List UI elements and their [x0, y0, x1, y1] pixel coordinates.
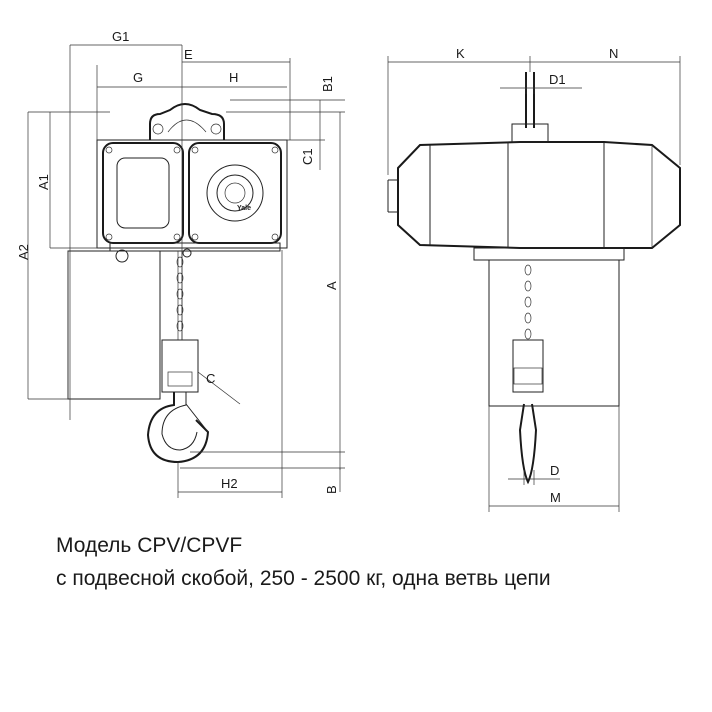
dim-label-g1: G1	[112, 29, 129, 44]
dim-label-b1: B1	[320, 76, 335, 92]
dim-label-a: A	[324, 281, 339, 290]
dim-label-m: M	[550, 490, 561, 505]
bottom-block	[161, 339, 199, 393]
dim-label-h2: H2	[221, 476, 238, 491]
dim-label-h: H	[229, 70, 238, 85]
front-view: Yale	[67, 103, 288, 464]
dim-label-e: E	[184, 47, 193, 62]
side-dimensions: K N D1 D M	[387, 46, 681, 512]
side-motor-body	[397, 141, 681, 249]
side-bottom-block	[512, 339, 544, 393]
side-view	[387, 72, 681, 485]
dim-label-a2: A2	[16, 244, 31, 260]
dim-label-b: B	[324, 485, 339, 494]
chain-container	[67, 250, 161, 400]
dim-label-k: K	[456, 46, 465, 61]
side-load-hook	[518, 403, 538, 485]
dim-label-d1: D1	[549, 72, 566, 87]
front-dimensions: G1 E G H A2 A1 B1 C1 A B C	[16, 29, 345, 498]
dim-label-n: N	[609, 46, 618, 61]
dim-label-c: C	[206, 371, 215, 386]
suspension-bracket	[149, 103, 225, 140]
side-load-chain	[524, 264, 532, 340]
dim-label-a1: A1	[36, 174, 51, 190]
caption-description: с подвесной скобой, 250 - 2500 кг, одна …	[56, 567, 551, 590]
side-chain-container	[488, 259, 620, 407]
dim-label-c1: C1	[300, 148, 315, 165]
dim-label-d: D	[550, 463, 559, 478]
caption-model-name: Модель CPV/CPVF	[56, 534, 243, 557]
load-hook	[146, 392, 210, 464]
right-control-panel	[188, 142, 282, 244]
front-body-outline	[96, 139, 288, 249]
brand-logo: Yale	[237, 205, 251, 212]
dim-label-g: G	[133, 70, 143, 85]
